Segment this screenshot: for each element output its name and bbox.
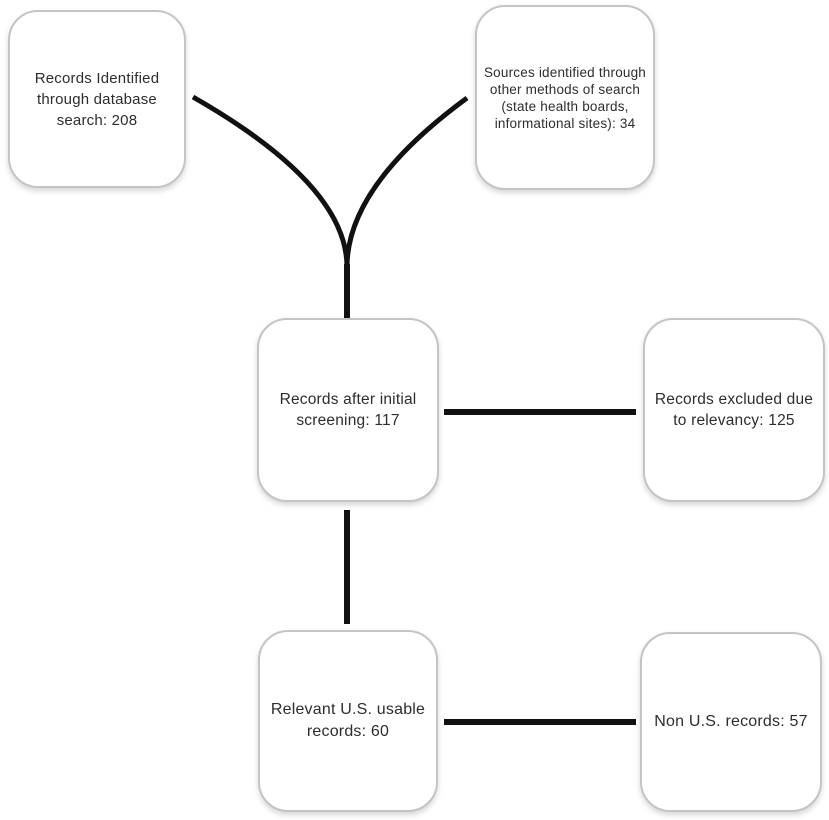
node-us-usable: Relevant U.S. usable records: 60: [258, 630, 438, 812]
node-records-db-search-label: Records Identified through database sear…: [34, 69, 160, 129]
node-other-sources: Sources identified through other methods…: [475, 5, 655, 190]
node-records-db-search: Records Identified through database sear…: [8, 10, 186, 188]
node-excluded-relevancy-label: Records excluded due to relevancy: 125: [654, 390, 814, 430]
node-other-sources-label: Sources identified through other methods…: [483, 64, 647, 131]
node-after-screening: Records after initial screening: 117: [257, 318, 439, 502]
node-after-screening-label: Records after initial screening: 117: [279, 390, 417, 430]
edge-db-to-screening-curve: [191, 94, 350, 268]
node-us-usable-label: Relevant U.S. usable records: 60: [270, 701, 426, 740]
node-non-us-label: Non U.S. records: 57: [654, 713, 808, 730]
node-non-us: Non U.S. records: 57: [640, 632, 822, 812]
node-excluded-relevancy: Records excluded due to relevancy: 125: [643, 318, 825, 502]
edge-other-to-screening-curve: [344, 95, 469, 268]
